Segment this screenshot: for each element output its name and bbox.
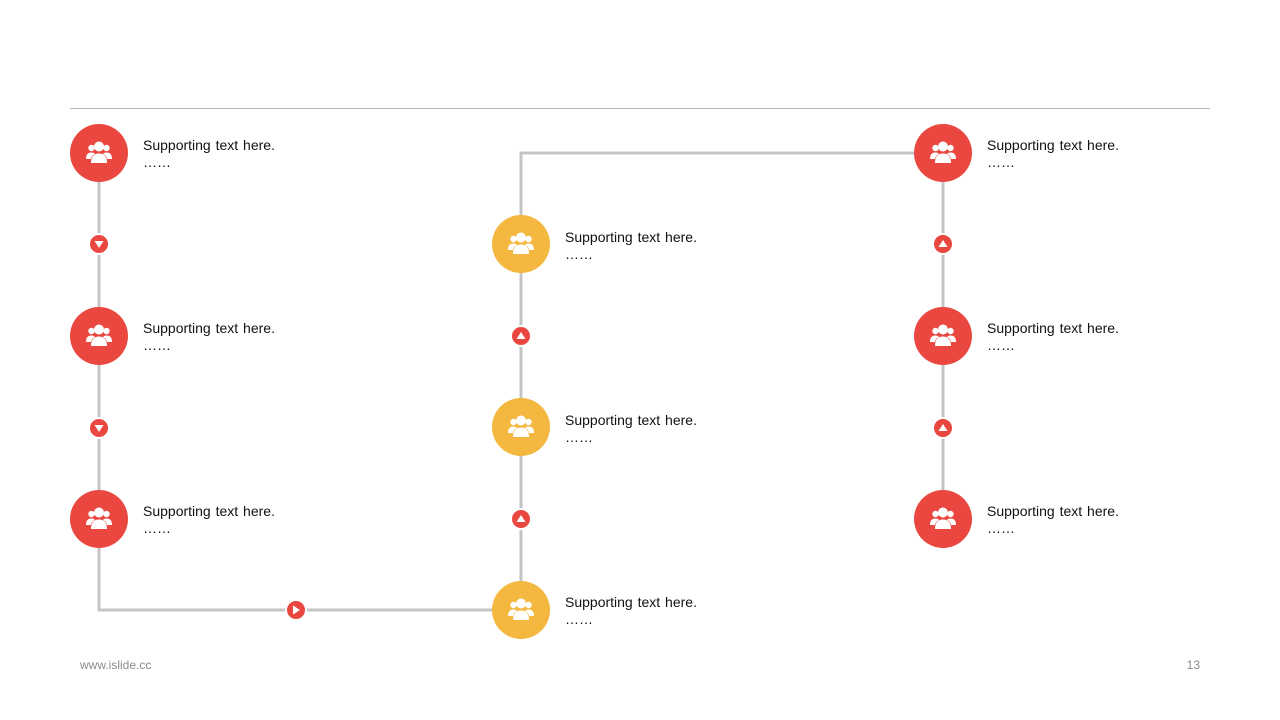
node-8-detail: …… [987,337,1015,353]
node-6-title: Supporting text here. [565,229,697,245]
node-4-title: Supporting text here. [565,594,697,610]
user-group-node-5 [492,398,550,456]
user-group-icon [86,324,112,346]
user-group-node-1 [70,124,128,182]
node-4-detail: …… [565,611,593,627]
user-group-icon [86,507,112,529]
node-3-detail: …… [143,520,171,536]
node-8-label: Supporting text here. …… [987,319,1207,353]
user-group-icon [930,507,956,529]
arrow-right-icon [285,599,307,621]
user-group-node-6 [492,215,550,273]
node-7-detail: …… [987,154,1015,170]
node-8-title: Supporting text here. [987,320,1119,336]
node-1-title: Supporting text here. [143,137,275,153]
user-group-node-2 [70,307,128,365]
node-5-label: Supporting text here. …… [565,411,785,445]
node-5-title: Supporting text here. [565,412,697,428]
node-2-detail: …… [143,337,171,353]
node-1-detail: …… [143,154,171,170]
connector-left-column [97,153,521,612]
arrow-up-icon [932,233,954,255]
header-divider [70,108,1210,109]
node-4-label: Supporting text here. …… [565,593,785,627]
page-number: 13 [1186,658,1200,672]
arrow-up-icon [510,508,532,530]
user-group-node-9 [914,490,972,548]
arrow-up-icon [510,325,532,347]
node-7-title: Supporting text here. [987,137,1119,153]
arrow-down-icon [88,233,110,255]
node-2-label: Supporting text here. …… [143,319,363,353]
node-6-detail: …… [565,246,593,262]
user-group-icon [508,232,534,254]
node-6-label: Supporting text here. …… [565,228,785,262]
node-5-detail: …… [565,429,593,445]
user-group-icon [930,141,956,163]
node-9-label: Supporting text here. …… [987,502,1207,536]
arrow-down-icon [88,417,110,439]
user-group-icon [508,415,534,437]
node-9-detail: …… [987,520,1015,536]
user-group-icon [86,141,112,163]
user-group-icon [930,324,956,346]
node-2-title: Supporting text here. [143,320,275,336]
user-group-node-8 [914,307,972,365]
user-group-node-3 [70,490,128,548]
user-group-icon [508,598,534,620]
user-group-node-7 [914,124,972,182]
node-7-label: Supporting text here. …… [987,136,1207,170]
node-3-label: Supporting text here. …… [143,502,363,536]
node-3-title: Supporting text here. [143,503,275,519]
user-group-node-4 [492,581,550,639]
connector-middle-column [519,151,943,610]
footer-website: www.islide.cc [80,658,152,672]
node-1-label: Supporting text here. …… [143,136,363,170]
node-9-title: Supporting text here. [987,503,1119,519]
arrow-up-icon [932,417,954,439]
